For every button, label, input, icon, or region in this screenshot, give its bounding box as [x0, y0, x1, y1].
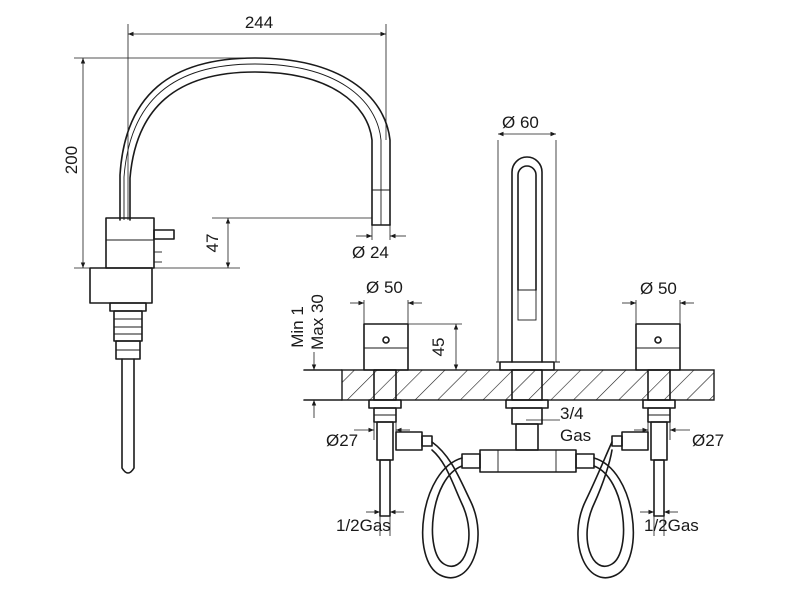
left-valve-assembly [368, 369, 433, 517]
left-handle-diameter-label: Ø 50 [366, 278, 403, 297]
center-connector [461, 369, 595, 473]
max-thickness-label: Max 30 [308, 294, 327, 350]
handle-height-label: 45 [429, 338, 448, 357]
width-dimension-label: 244 [245, 13, 273, 32]
spout-height-label: 47 [203, 234, 222, 253]
faucet-body [105, 217, 155, 269]
left-hose-loop [421, 441, 479, 579]
spout-body-diameter-label: Ø 60 [502, 113, 539, 132]
side-view: 244 200 47 Ø 24 [62, 10, 406, 474]
spout-arc-inner [129, 71, 373, 226]
countertop [341, 369, 715, 401]
left-handle [363, 323, 409, 371]
spout-arc-outer [119, 57, 391, 226]
min-thickness-label: Min 1 [288, 306, 307, 348]
stem-nut [109, 302, 147, 312]
center-spout [511, 156, 543, 363]
right-supply-thread-label: 1/2Gas [644, 516, 699, 535]
spout-arc-shade [123, 63, 382, 225]
height-dimension-label: 200 [62, 146, 81, 174]
spout-diameter-label: Ø 24 [352, 243, 389, 262]
right-valve-diameter-label: Ø27 [692, 431, 724, 450]
left-supply-thread-label: 1/2Gas [336, 516, 391, 535]
front-view: Ø 60 Ø 50 Ø 50 45 Min 1 Max 30 [288, 113, 724, 579]
spout-base [499, 361, 555, 371]
center-thread-gas-label: Gas [560, 426, 591, 445]
right-handle-diameter-label: Ø 50 [640, 279, 677, 298]
supply-pipe [121, 358, 135, 474]
center-thread-size-label: 3/4 [560, 404, 584, 423]
right-handle [635, 323, 681, 371]
base-block [89, 267, 153, 304]
right-valve-assembly [611, 369, 676, 517]
side-lever [153, 229, 175, 240]
left-valve-diameter-label: Ø27 [326, 431, 358, 450]
right-hose-loop [577, 441, 635, 579]
